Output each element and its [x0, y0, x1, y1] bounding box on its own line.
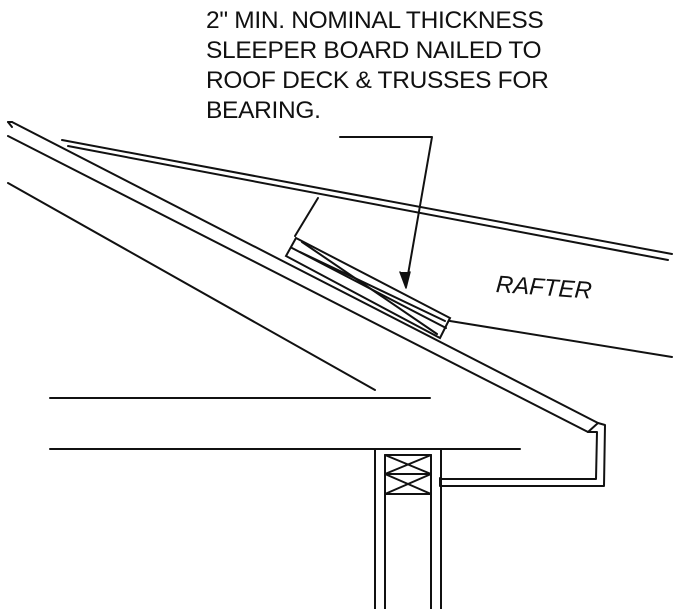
fascia-board — [439, 422, 606, 487]
ceiling-joist — [49, 397, 521, 450]
leader-arrow — [339, 136, 433, 289]
note-line-4: BEARING. — [206, 97, 321, 124]
note-line-2: SLEEPER BOARD NAILED TO — [206, 37, 542, 64]
rafter — [61, 139, 673, 358]
truss-top-chord — [7, 182, 376, 391]
sleeper-note: 2" MIN. NOMINAL THICKNESS SLEEPER BOARD … — [206, 6, 626, 126]
roof-deck — [7, 121, 599, 433]
wall-studs — [374, 449, 442, 609]
sleeper-board — [284, 236, 452, 340]
note-line-1: 2" MIN. NOMINAL THICKNESS — [206, 7, 544, 34]
note-line-3: ROOF DECK & TRUSSES FOR — [206, 67, 549, 94]
